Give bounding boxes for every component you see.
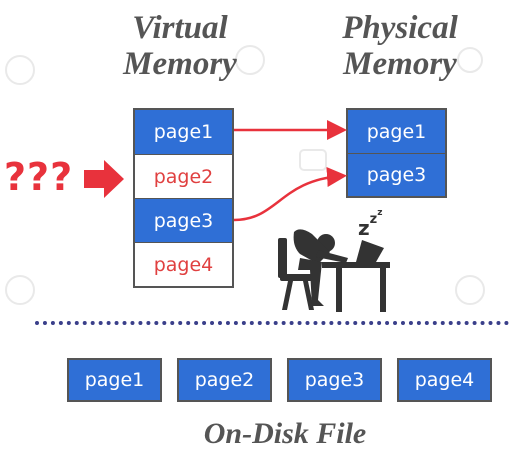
disk-page-1: page1 xyxy=(67,358,162,402)
question-marks: ??? xyxy=(4,155,74,199)
disk-page-4: page4 xyxy=(397,358,492,402)
sleep-z-medium: z xyxy=(369,212,378,227)
physical-page-2: page3 xyxy=(348,154,445,196)
virtual-page-2: page2 xyxy=(135,155,232,198)
sleep-zzz: zzz xyxy=(358,208,382,240)
on-disk-file-heading: On-Disk File xyxy=(203,417,367,450)
virtual-page-2-label: page2 xyxy=(153,165,214,188)
virtual-page-4-label: page4 xyxy=(153,253,214,276)
disk-page-2-label: page2 xyxy=(194,369,255,391)
disk-page-3: page3 xyxy=(287,358,382,402)
virtual-page-3: page3 xyxy=(135,199,232,242)
virtual-memory-heading-line2: Memory xyxy=(123,46,237,82)
mapping-arrow-page3 xyxy=(233,166,347,222)
memory-disk-separator xyxy=(35,321,509,325)
physical-memory-heading-line1: Physical xyxy=(342,10,458,46)
physical-memory-heading: Physical Memory xyxy=(320,10,480,82)
virtual-page-3-label: page3 xyxy=(153,209,214,232)
virtual-page-1-label: page1 xyxy=(153,121,214,143)
virtual-memory-heading-line1: Virtual xyxy=(132,10,228,46)
virtual-memory-heading: Virtual Memory xyxy=(105,10,255,82)
physical-memory-stack: page1 page3 xyxy=(346,108,447,198)
virtual-page-1: page1 xyxy=(135,110,232,154)
physical-memory-heading-line2: Memory xyxy=(343,46,457,82)
disk-page-2: page2 xyxy=(177,358,272,402)
physical-page-2-label: page3 xyxy=(366,164,427,186)
virtual-page-4: page4 xyxy=(135,243,232,286)
physical-page-1: page1 xyxy=(348,110,445,153)
virtual-memory-stack: page1 page2 page3 page4 xyxy=(133,108,234,288)
sleep-z-large: z xyxy=(358,216,370,240)
sleep-z-small: z xyxy=(377,208,383,218)
disk-page-4-label: page4 xyxy=(414,369,475,391)
disk-page-3-label: page3 xyxy=(304,369,365,391)
physical-page-1-label: page1 xyxy=(366,120,427,143)
disk-page-1-label: page1 xyxy=(84,369,145,391)
fault-pointer-arrow-icon xyxy=(84,160,124,198)
